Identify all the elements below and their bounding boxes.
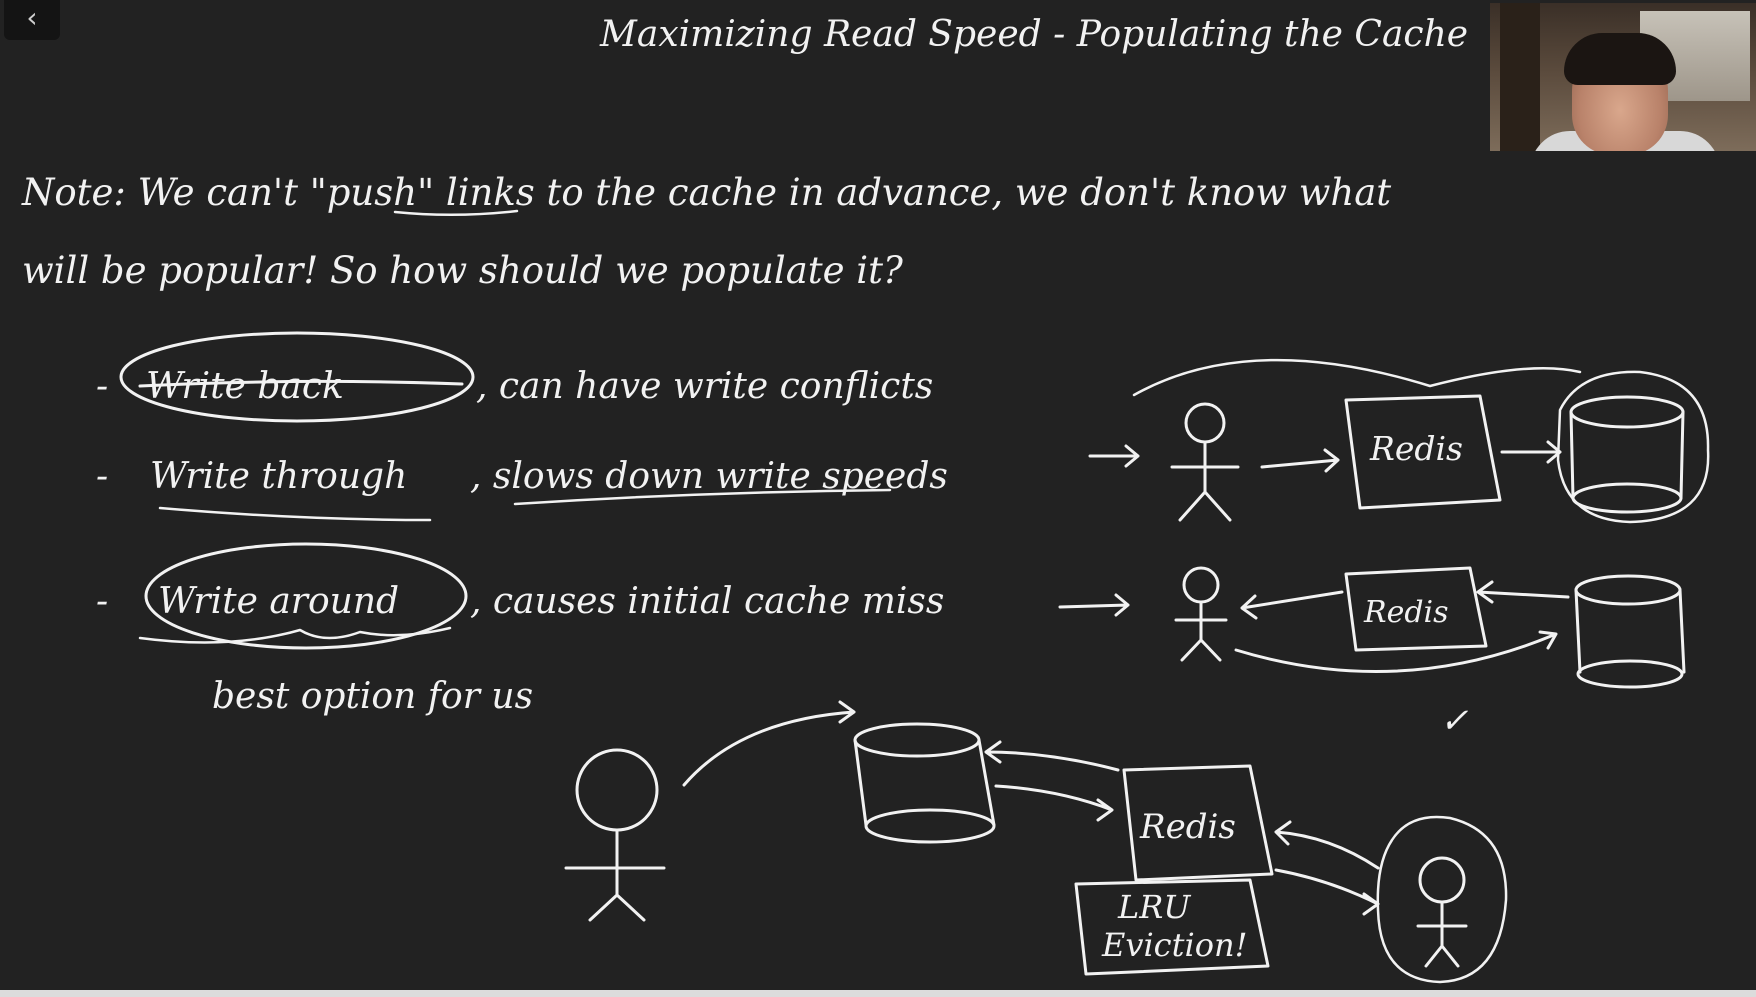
diagram-c-arrow-redis-from-user bbox=[1274, 820, 1380, 870]
option-comment-write-back: , can have write conflicts bbox=[476, 366, 933, 407]
write-back-circle bbox=[119, 331, 475, 423]
diagram-a-in-arrow bbox=[1088, 444, 1140, 468]
diagram-a-arrow-to-redis bbox=[1260, 448, 1340, 473]
diagram-c-lru-line1: LRU bbox=[1117, 888, 1191, 926]
diagram-b-redis-box bbox=[1344, 566, 1488, 652]
option-name-write-back: Write back bbox=[146, 366, 344, 407]
diagram-b-database bbox=[1574, 574, 1686, 689]
write-back-strikethrough bbox=[138, 379, 464, 388]
diagram-a-redis-label: Redis bbox=[1369, 429, 1463, 468]
diagram-c-arrow-redis-to-user bbox=[1274, 868, 1380, 916]
diagram-b-in-arrow bbox=[1058, 593, 1130, 617]
diagram-c-lru-line2: Eviction! bbox=[1101, 926, 1247, 964]
diagram-c-redis-label: Redis bbox=[1139, 807, 1236, 847]
note-line-1: Note: We can't "push" links to the cache… bbox=[21, 171, 1391, 214]
diagram-a-arrow-to-db bbox=[1500, 440, 1562, 464]
option-comment-write-around: , causes initial cache miss bbox=[470, 581, 944, 622]
diagram-b-check-mark: ✓ bbox=[1440, 701, 1469, 741]
diagram-a-database bbox=[1556, 370, 1710, 524]
presenter-video-icon bbox=[1490, 3, 1756, 151]
best-option-label: best option for us bbox=[212, 676, 533, 717]
diagram-c-arrow-to-db bbox=[682, 700, 856, 787]
diagram-a-arc bbox=[1132, 358, 1582, 397]
diagram-c-arrow-db-from-redis bbox=[984, 740, 1120, 772]
diagram-c-circled-user bbox=[1376, 815, 1508, 984]
diagram-b-arrow-from-db bbox=[1476, 580, 1570, 604]
diagram-b-arrow-from-redis bbox=[1240, 590, 1344, 620]
bottom-bar bbox=[0, 990, 1756, 997]
write-through-underline bbox=[158, 506, 432, 522]
board-title: Maximizing Read Speed - Populating the C… bbox=[599, 14, 1468, 55]
diagram-a-redis-box bbox=[1344, 394, 1502, 510]
diagram-c-lru-box bbox=[1074, 878, 1270, 976]
note-line-2: will be popular! So how should we popula… bbox=[22, 249, 904, 292]
slows-down-underline bbox=[513, 488, 892, 506]
option-dash-1: - bbox=[96, 366, 108, 407]
write-around-squiggle bbox=[138, 626, 452, 644]
back-button[interactable]: ‹ bbox=[4, 0, 60, 40]
diagram-b-redis-label: Redis bbox=[1363, 595, 1449, 630]
option-name-write-through: Write through bbox=[150, 456, 407, 497]
diagram-c-user bbox=[564, 748, 666, 922]
diagram-c-arrow-db-to-redis bbox=[994, 784, 1114, 822]
write-around-circle bbox=[144, 542, 468, 650]
diagram-b-arrow-to-db bbox=[1234, 630, 1558, 674]
option-dash-2: - bbox=[96, 456, 108, 497]
push-underline bbox=[393, 209, 519, 216]
diagram-a-user bbox=[1170, 402, 1240, 522]
diagram-c-redis-box bbox=[1122, 764, 1274, 882]
diagram-b-user bbox=[1174, 566, 1228, 662]
option-name-write-around: Write around bbox=[158, 581, 399, 622]
diagram-c-database bbox=[853, 722, 996, 844]
option-dash-3: - bbox=[96, 581, 108, 622]
